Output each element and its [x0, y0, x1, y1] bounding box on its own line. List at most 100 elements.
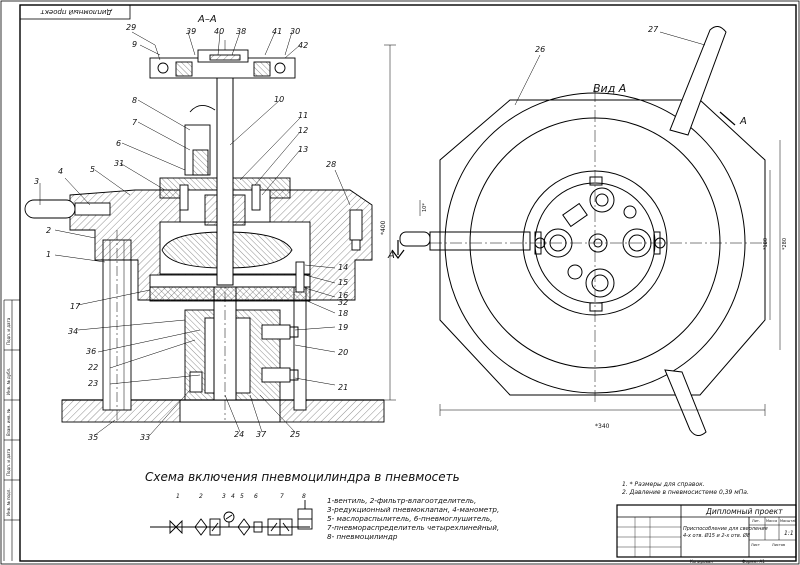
side-stamp-3: Взам. инв. №: [6, 409, 11, 436]
callout-numbers: 29 9 39 40 38 41 30 42 8 7 6 31 10 11 12…: [34, 23, 348, 442]
callout-42: 42: [298, 41, 308, 50]
callout-26-leader: [514, 54, 541, 106]
legend-line-3: 5- маслораспылитель, 6-пневмоглушитель,: [327, 514, 492, 523]
title-name-2: 4-х отв. Ø15 и 2-х отв. Ø8: [683, 532, 750, 539]
callout-32: 32: [338, 298, 348, 307]
callout-20: 20: [338, 348, 348, 357]
callout-31: 31: [114, 159, 124, 168]
callout-35: 35: [88, 433, 98, 442]
callout-12: 12: [298, 126, 308, 135]
callout-19: 19: [338, 323, 348, 332]
title-block: [616, 504, 797, 558]
scheme-numbers: 1 2 3 4 5 6 7 8: [176, 493, 306, 500]
callout-9: 9: [132, 40, 137, 49]
right-dimensions: [419, 140, 781, 416]
scheme-num-8: 8: [302, 493, 306, 500]
top-view: [399, 92, 766, 396]
scheme-num-7: 7: [280, 493, 284, 500]
callout-33: 33: [140, 433, 150, 442]
callout-27: 27: [648, 25, 659, 34]
callout-37: 37: [256, 430, 267, 439]
section-cut-arrows: [391, 111, 736, 259]
section-view: [24, 40, 385, 423]
callout-14: 14: [338, 263, 348, 272]
callout-18: 18: [338, 309, 348, 318]
scheme-title: Схема включения пневмоцилиндра в пневмос…: [145, 470, 460, 484]
side-stamp-5: Инв. № подл.: [6, 488, 11, 516]
callout-3: 3: [34, 177, 39, 186]
top-view-centerlines: [430, 90, 770, 405]
callout-25: 25: [290, 430, 300, 439]
callout-34: 34: [68, 327, 78, 336]
callout-21: 21: [338, 383, 348, 392]
callout-40: 40: [214, 27, 224, 36]
callout-2: 2: [46, 226, 51, 235]
height-dimension: [384, 44, 396, 401]
view-label: Вид А: [593, 82, 626, 95]
callout-16: 16: [338, 291, 348, 300]
callout-11: 11: [298, 111, 308, 120]
side-stamp: Подп. и дата Инв. № дубл. Взам. инв. № П…: [6, 317, 11, 516]
title-copied: Копировал: [690, 559, 713, 564]
callout-10: 10: [274, 95, 284, 104]
title-project: Дипломный проект: [705, 507, 783, 516]
callout-22: 22: [88, 363, 98, 372]
title-col-scale: Масштаб: [780, 519, 797, 523]
callout-29: 29: [126, 23, 136, 32]
callout-38: 38: [236, 27, 246, 36]
legend-line-2: 3-редукционный пневмоклапан, 4-манометр,: [327, 505, 499, 514]
scheme-num-5: 5: [240, 493, 244, 500]
callout-28: 28: [326, 160, 336, 169]
callout-6: 6: [116, 139, 121, 148]
callout-36: 36: [86, 347, 96, 356]
scheme-num-2: 2: [199, 493, 203, 500]
callout-24: 24: [234, 430, 244, 439]
note-line-1: 1. * Размеры для справок.: [622, 481, 705, 488]
callout-5: 5: [90, 165, 95, 174]
callout-1: 1: [46, 250, 51, 259]
lever-27: [664, 26, 727, 436]
dim-right-2: *280: [782, 238, 788, 250]
title-col-lit: Лит.: [752, 519, 760, 523]
top-left-stamp: Дипломный проект: [40, 8, 113, 16]
callout-leaders: [39, 31, 351, 436]
callout-7: 7: [132, 118, 138, 127]
callout-41: 41: [272, 27, 282, 36]
callout-8: 8: [132, 96, 137, 105]
callout-23: 23: [88, 379, 98, 388]
side-stamp-4: Подп. и дата: [6, 448, 11, 476]
dim-width-bottom: *340: [595, 423, 610, 430]
title-sheets: Листов: [772, 543, 785, 547]
scheme-num-3: 3: [222, 493, 226, 500]
callout-4: 4: [58, 167, 63, 176]
dim-small: 10*: [422, 203, 428, 212]
callout-15: 15: [338, 278, 348, 287]
scheme-num-4: 4: [231, 493, 235, 500]
note-line-2: 2. Давление в пневмосистеме 0,39 мПа.: [622, 489, 749, 496]
side-arrow-label: А: [387, 250, 395, 261]
scheme-num-6: 6: [254, 493, 258, 500]
scheme-legend: 1-вентиль, 2-фильтр-влагоотделитель, 3-р…: [327, 496, 499, 541]
title-sheet: Лист: [751, 543, 760, 547]
title-scale-value: 1:1: [784, 530, 794, 537]
callout-27-leader: [659, 31, 706, 46]
callout-17: 17: [70, 302, 81, 311]
view-arrow-label: А: [739, 116, 747, 127]
callout-30: 30: [290, 27, 300, 36]
side-stamp-1: Подп. и дата: [6, 317, 11, 345]
section-label: А–А: [197, 14, 217, 25]
pneumatic-scheme: [150, 500, 313, 536]
legend-line-5: 8- пневмоцилиндр: [327, 532, 398, 541]
title-name-1: Приспособление для сверления: [683, 526, 768, 532]
legend-line-1: 1-вентиль, 2-фильтр-влагоотделитель,: [327, 496, 476, 505]
legend-line-4: 7-пневмораспределитель четырехлинейный,: [327, 523, 499, 532]
callout-39: 39: [186, 27, 196, 36]
title-format: Формат А1: [742, 559, 765, 564]
side-stamp-2: Инв. № дубл.: [6, 368, 11, 395]
scheme-num-1: 1: [176, 493, 180, 500]
callout-13: 13: [298, 145, 308, 154]
dim-right-1: *180: [763, 238, 769, 250]
height-dimension-label: *400: [380, 220, 387, 235]
